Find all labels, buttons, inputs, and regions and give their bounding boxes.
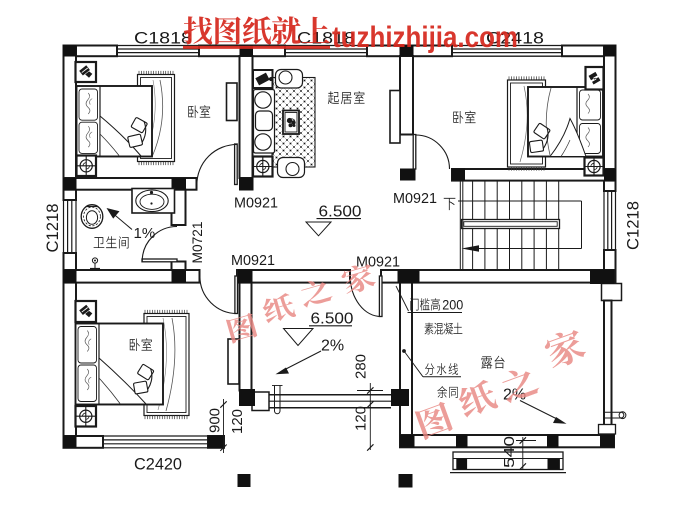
svg-text:6.500: 6.500 <box>311 311 354 328</box>
svg-text:120: 120 <box>353 406 370 431</box>
svg-text:120: 120 <box>229 409 246 434</box>
svg-text:1%: 1% <box>134 225 156 242</box>
svg-text:M0921: M0921 <box>234 196 278 212</box>
svg-text:6.500: 6.500 <box>319 204 362 221</box>
svg-text:M0921: M0921 <box>231 253 275 269</box>
svg-text:C1218: C1218 <box>625 201 643 250</box>
svg-text:tuzhizhijia.com: tuzhizhijia.com <box>332 21 518 54</box>
svg-text:200: 200 <box>442 298 463 313</box>
svg-text:2%: 2% <box>321 338 344 355</box>
svg-text:540: 540 <box>501 436 518 468</box>
svg-text:M0721: M0721 <box>190 222 205 264</box>
svg-text:C2418: C2418 <box>486 29 544 48</box>
svg-text:C2420: C2420 <box>134 455 182 474</box>
svg-text:C1218: C1218 <box>44 204 62 253</box>
svg-text:280: 280 <box>353 354 370 379</box>
svg-text:M0921: M0921 <box>393 191 437 207</box>
svg-text:900: 900 <box>207 408 224 433</box>
svg-text:M0921: M0921 <box>356 255 400 271</box>
svg-text:C1818: C1818 <box>134 29 192 48</box>
